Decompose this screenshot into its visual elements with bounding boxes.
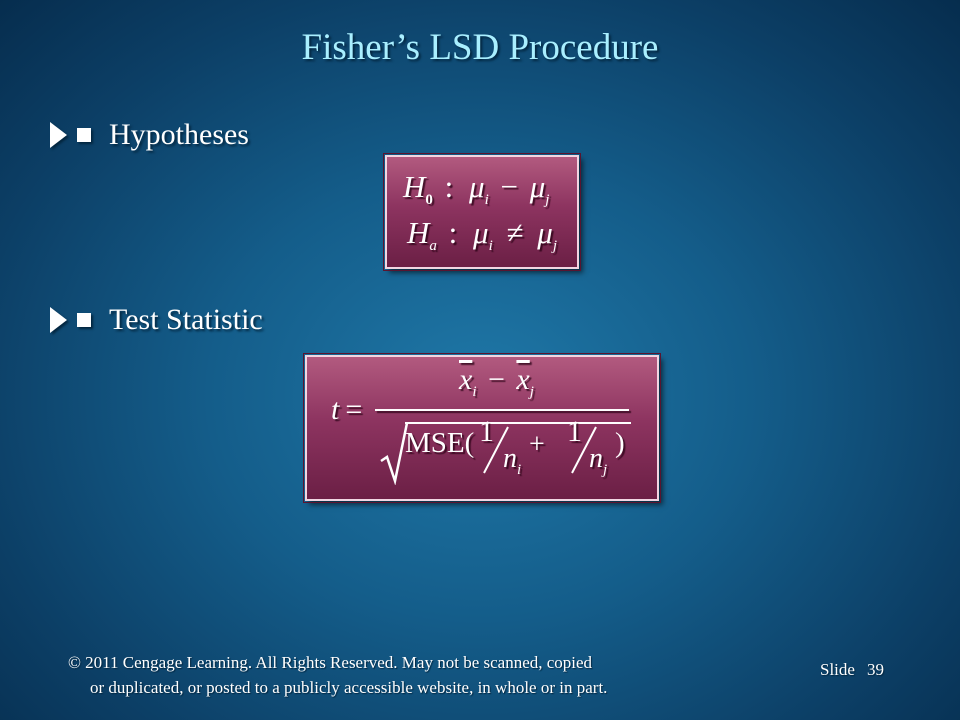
slide-title: Fisher’s LSD Procedure <box>301 27 659 68</box>
slide-number: Slide 39 <box>820 660 884 680</box>
footer-line-2: or duplicated, or posted to a publicly a… <box>90 678 608 697</box>
bullet-label: Hypotheses <box>109 118 249 151</box>
bullet-label: Test Statistic <box>109 303 263 336</box>
square-bullet-icon <box>77 313 91 327</box>
triangle-arrow-icon <box>50 122 67 148</box>
test-statistic-formula-box: t= xi − xj MSE( 1 ni + 1 nj ) <box>303 353 661 503</box>
square-bullet-icon <box>77 128 91 142</box>
hypotheses-formula-box: H0 : μi − μj Ha : μi ≠ μj <box>383 153 581 271</box>
numerator: xi − xj <box>459 363 534 400</box>
triangle-arrow-icon <box>50 307 67 333</box>
slide-label: Slide <box>820 660 855 679</box>
n-i-label: ni <box>503 443 522 478</box>
plus-label: + <box>529 429 545 460</box>
mse-label: MSE( <box>405 427 475 459</box>
n-j-label: nj <box>589 443 608 478</box>
one-label-2: 1 <box>567 415 582 448</box>
one-label-1: 1 <box>479 415 494 448</box>
close-paren: ) <box>615 427 625 459</box>
square-root-icon <box>380 422 409 485</box>
fraction-bar <box>375 409 629 411</box>
null-hypothesis: H0 : μi − μj <box>403 169 550 208</box>
bullet-test-statistic: Test Statistic <box>50 300 263 340</box>
alternative-hypothesis: Ha : μi ≠ μj <box>407 215 557 254</box>
copyright-footer: © 2011 Cengage Learning. All Rights Rese… <box>68 650 607 700</box>
slash-2 <box>571 426 597 474</box>
slide-number-value: 39 <box>866 660 884 679</box>
t-equals: t= <box>331 393 363 426</box>
slash-1 <box>483 426 509 474</box>
footer-line-1: © 2011 Cengage Learning. All Rights Rese… <box>68 653 593 672</box>
bullet-hypotheses: Hypotheses <box>50 115 249 155</box>
square-root-bar <box>405 422 631 424</box>
